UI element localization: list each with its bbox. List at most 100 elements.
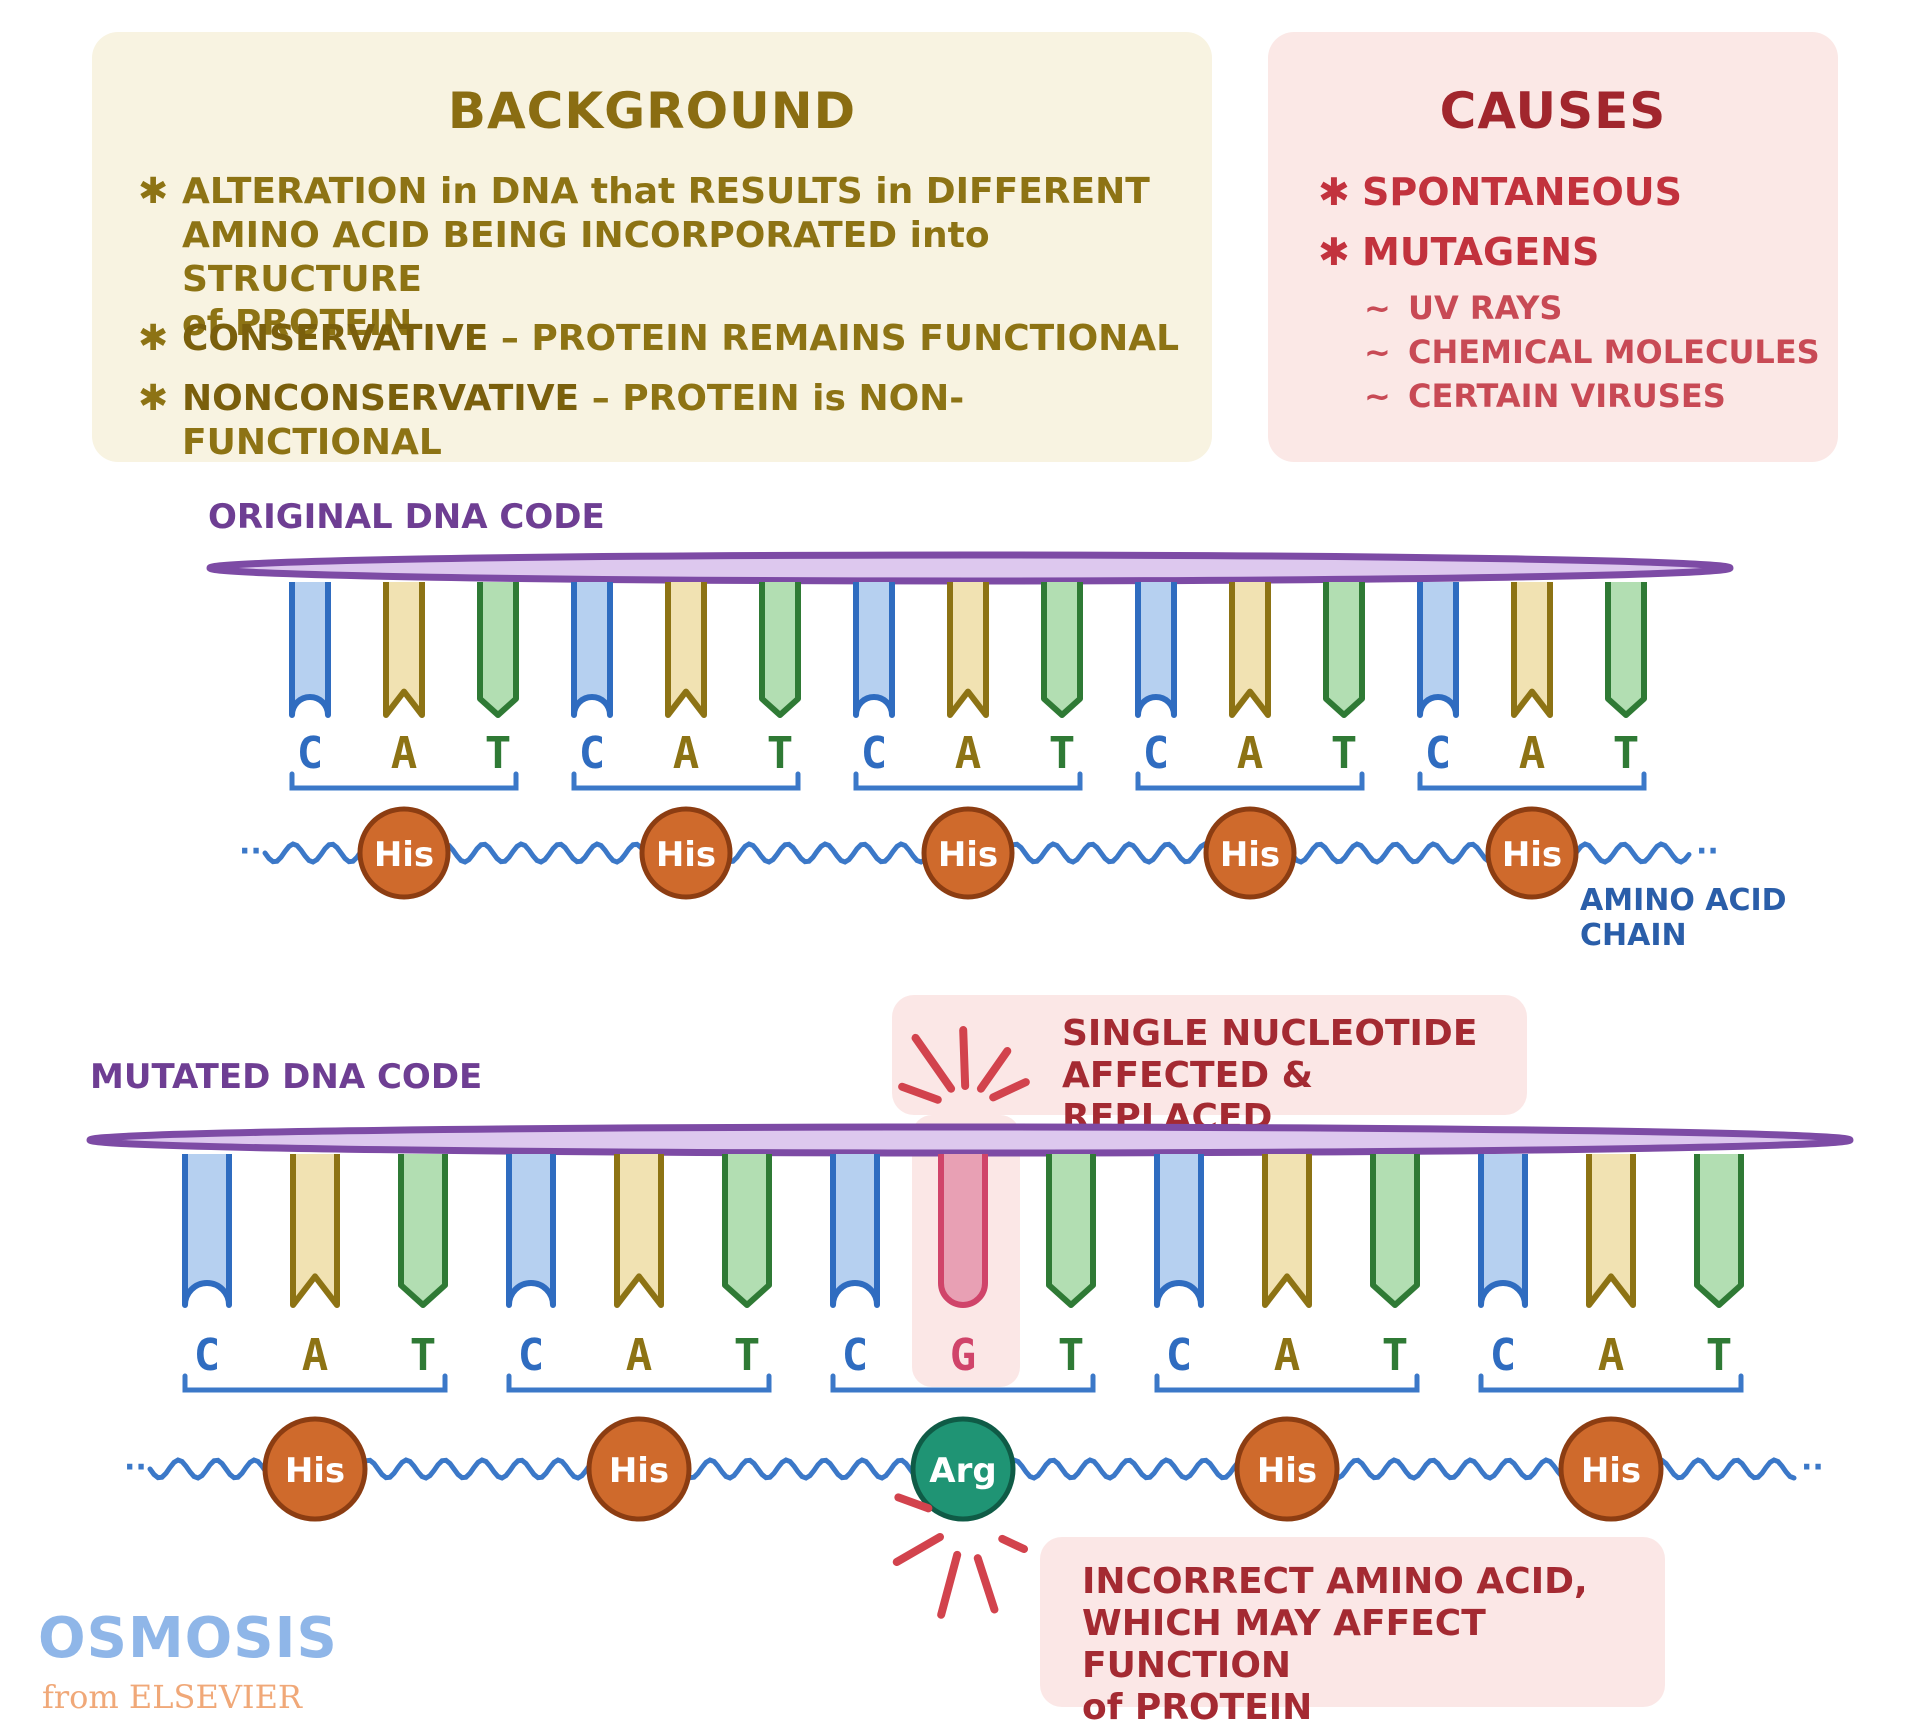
nucleotide-letter: A (1237, 728, 1264, 779)
nucleotide-A-shape (1586, 1154, 1636, 1308)
burst-ray-bottom (937, 1550, 962, 1619)
nucleotide-C-shape (1478, 1154, 1528, 1308)
nucleotide-T-shape (1041, 582, 1083, 718)
mutagen-label: CHEMICAL MOLECULES (1408, 333, 1820, 371)
cause-label: MUTAGENS (1362, 230, 1600, 274)
nucleotide-letter: T (1058, 1330, 1085, 1381)
burst-ray-top (898, 1082, 942, 1104)
nucleotide-A-shape (290, 1154, 340, 1308)
nucleotide-C-shape (853, 582, 895, 718)
conservative-description: – PROTEIN REMAINS FUNCTIONAL (488, 318, 1180, 359)
callout-line-2: WHICH MAY AFFECT FUNCTION (1082, 1603, 1486, 1686)
callout-line-3: of PROTEIN (1082, 1687, 1313, 1728)
tilde-icon: ~ (1364, 377, 1391, 415)
chain-label-line-1: AMINO ACID (1580, 883, 1787, 918)
nucleotide-letter: C (861, 728, 888, 779)
nucleotide-letter: T (767, 728, 794, 779)
mutagen-uv-rays: ~ UV RAYS (1364, 288, 1562, 328)
nonconservative-term: NONCONSERVATIVE (182, 378, 580, 419)
asterisk-icon: ✱ (138, 171, 169, 212)
nucleotide-T-shape (1605, 582, 1647, 718)
nucleotide-letter: C (297, 728, 324, 779)
definition-line-3: of PROTEIN (182, 303, 413, 344)
codon-bracket (830, 1373, 1096, 1393)
nucleotide-letter: A (955, 728, 982, 779)
logo-wordmark: OSMOSIS (38, 1606, 338, 1671)
nucleotide-letter: T (1331, 728, 1358, 779)
codon-bracket (506, 1373, 772, 1393)
asterisk-icon: ✱ (138, 318, 169, 359)
definition-line-1: ALTERATION in DNA that RESULTS in DIFFER… (182, 171, 1150, 212)
chain-dots-right: ·· (1801, 1450, 1824, 1485)
nucleotide-letter: G (950, 1330, 977, 1381)
nucleotide-T-shape (1323, 582, 1365, 718)
nucleotide-letter: C (1166, 1330, 1193, 1381)
nucleotide-T-shape (722, 1154, 772, 1308)
amino-acid-label: His (285, 1451, 345, 1491)
amino-acid-his (1203, 806, 1297, 900)
nucleotide-A-shape (383, 582, 425, 718)
tilde-icon: ~ (1364, 333, 1391, 371)
nucleotide-C-shape (289, 582, 331, 718)
nucleotide-letter: C (1425, 728, 1452, 779)
nucleotide-letter: C (518, 1330, 545, 1381)
nucleotide-letter: A (673, 728, 700, 779)
callout-line-1: INCORRECT AMINO ACID, (1082, 1561, 1588, 1602)
cause-label: SPONTANEOUS (1362, 170, 1682, 214)
codon-bracket (182, 1373, 448, 1393)
osmosis-logo: OSMOSIS from ELSEVIER (12, 1602, 337, 1722)
amino-acid-his (1485, 806, 1579, 900)
asterisk-icon: ✱ (138, 378, 169, 419)
codon-bracket (289, 771, 519, 791)
nucleotide-C-shape (571, 582, 613, 718)
chain-dots-left: ·· (124, 1450, 147, 1485)
nucleotide-C-shape (506, 1154, 556, 1308)
cause-spontaneous: ✱ SPONTANEOUS (1318, 170, 1818, 214)
background-panel: BACKGROUND ✱ ALTERATION in DNA that RESU… (92, 32, 1212, 463)
nonconservative-description: – PROTEIN is NON-FUNCTIONAL (182, 378, 965, 463)
nucleotide-letter: A (1519, 728, 1546, 779)
callout-incorrect-amino-acid: INCORRECT AMINO ACID, WHICH MAY AFFECT F… (1040, 1537, 1665, 1728)
background-item-conservative: ✱ CONSERVATIVE – PROTEIN REMAINS FUNCTIO… (138, 317, 1188, 361)
nucleotide-C-shape (1135, 582, 1177, 718)
nucleotide-A-shape (1511, 582, 1553, 718)
codon-bracket (1478, 1373, 1744, 1393)
amino-acid-label: His (1257, 1451, 1317, 1491)
amino-acid-label: His (374, 835, 434, 875)
chain-dots-left: ·· (239, 834, 262, 869)
codon-bracket (571, 771, 801, 791)
nucleotide-letter: C (194, 1330, 221, 1381)
nucleotide-letter: T (1613, 728, 1640, 779)
nucleotide-letter: T (485, 728, 512, 779)
nucleotide-letter: A (302, 1330, 329, 1381)
nucleotide-A-shape (1262, 1154, 1312, 1308)
amino-acid-his (586, 1416, 692, 1522)
nucleotide-letter: T (1706, 1330, 1733, 1381)
amino-acid-his (1558, 1416, 1664, 1522)
codon-bracket (853, 771, 1083, 791)
nucleotide-A-shape (947, 582, 989, 718)
nucleotide-A-shape (1229, 582, 1271, 718)
burst-ray-bottom (973, 1554, 999, 1614)
nucleotide-letter: T (1049, 728, 1076, 779)
background-title: BACKGROUND (447, 82, 857, 140)
nucleotide-letter: T (1382, 1330, 1409, 1381)
asterisk-icon: ✱ (1318, 170, 1350, 214)
tilde-icon: ~ (1364, 289, 1391, 327)
dna-backbone (206, 551, 1734, 585)
burst-marks (892, 1026, 1030, 1619)
original-dna-label: ORIGINAL DNA CODE (208, 497, 605, 537)
amino-acid-label: His (938, 835, 998, 875)
amino-acid-label: His (656, 835, 716, 875)
nucleotide-T-shape (477, 582, 519, 718)
amino-acid-label: His (1581, 1451, 1641, 1491)
logo-subtitle: from ELSEVIER (42, 1678, 303, 1716)
nucleotide-letter: T (410, 1330, 437, 1381)
background-item-definition: ✱ ALTERATION in DNA that RESULTS in DIFF… (138, 170, 1188, 346)
mutated-dna-label: MUTATED DNA CODE (90, 1057, 483, 1097)
burst-ray-bottom (894, 1493, 933, 1513)
nucleotide-letter: C (1143, 728, 1170, 779)
amino-acid-label: His (1220, 835, 1280, 875)
definition-line-2: AMINO ACID BEING INCORPORATED into STRUC… (182, 215, 990, 300)
